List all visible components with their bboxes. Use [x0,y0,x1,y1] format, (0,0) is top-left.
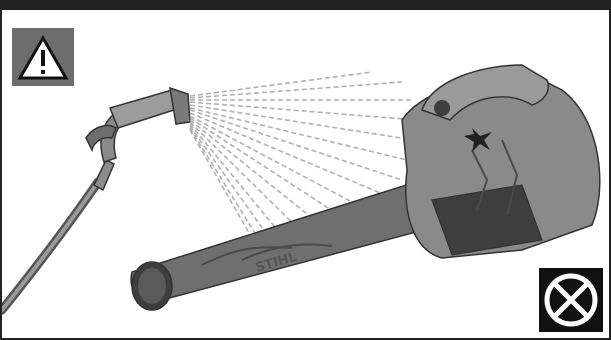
illustration: STIHL [2,10,609,340]
warning-triangle-icon [12,28,74,86]
hose-spray-nozzle-icon [86,88,190,190]
leaf-blower-icon: STIHL [131,65,600,310]
prohibited-x-icon [539,268,603,332]
